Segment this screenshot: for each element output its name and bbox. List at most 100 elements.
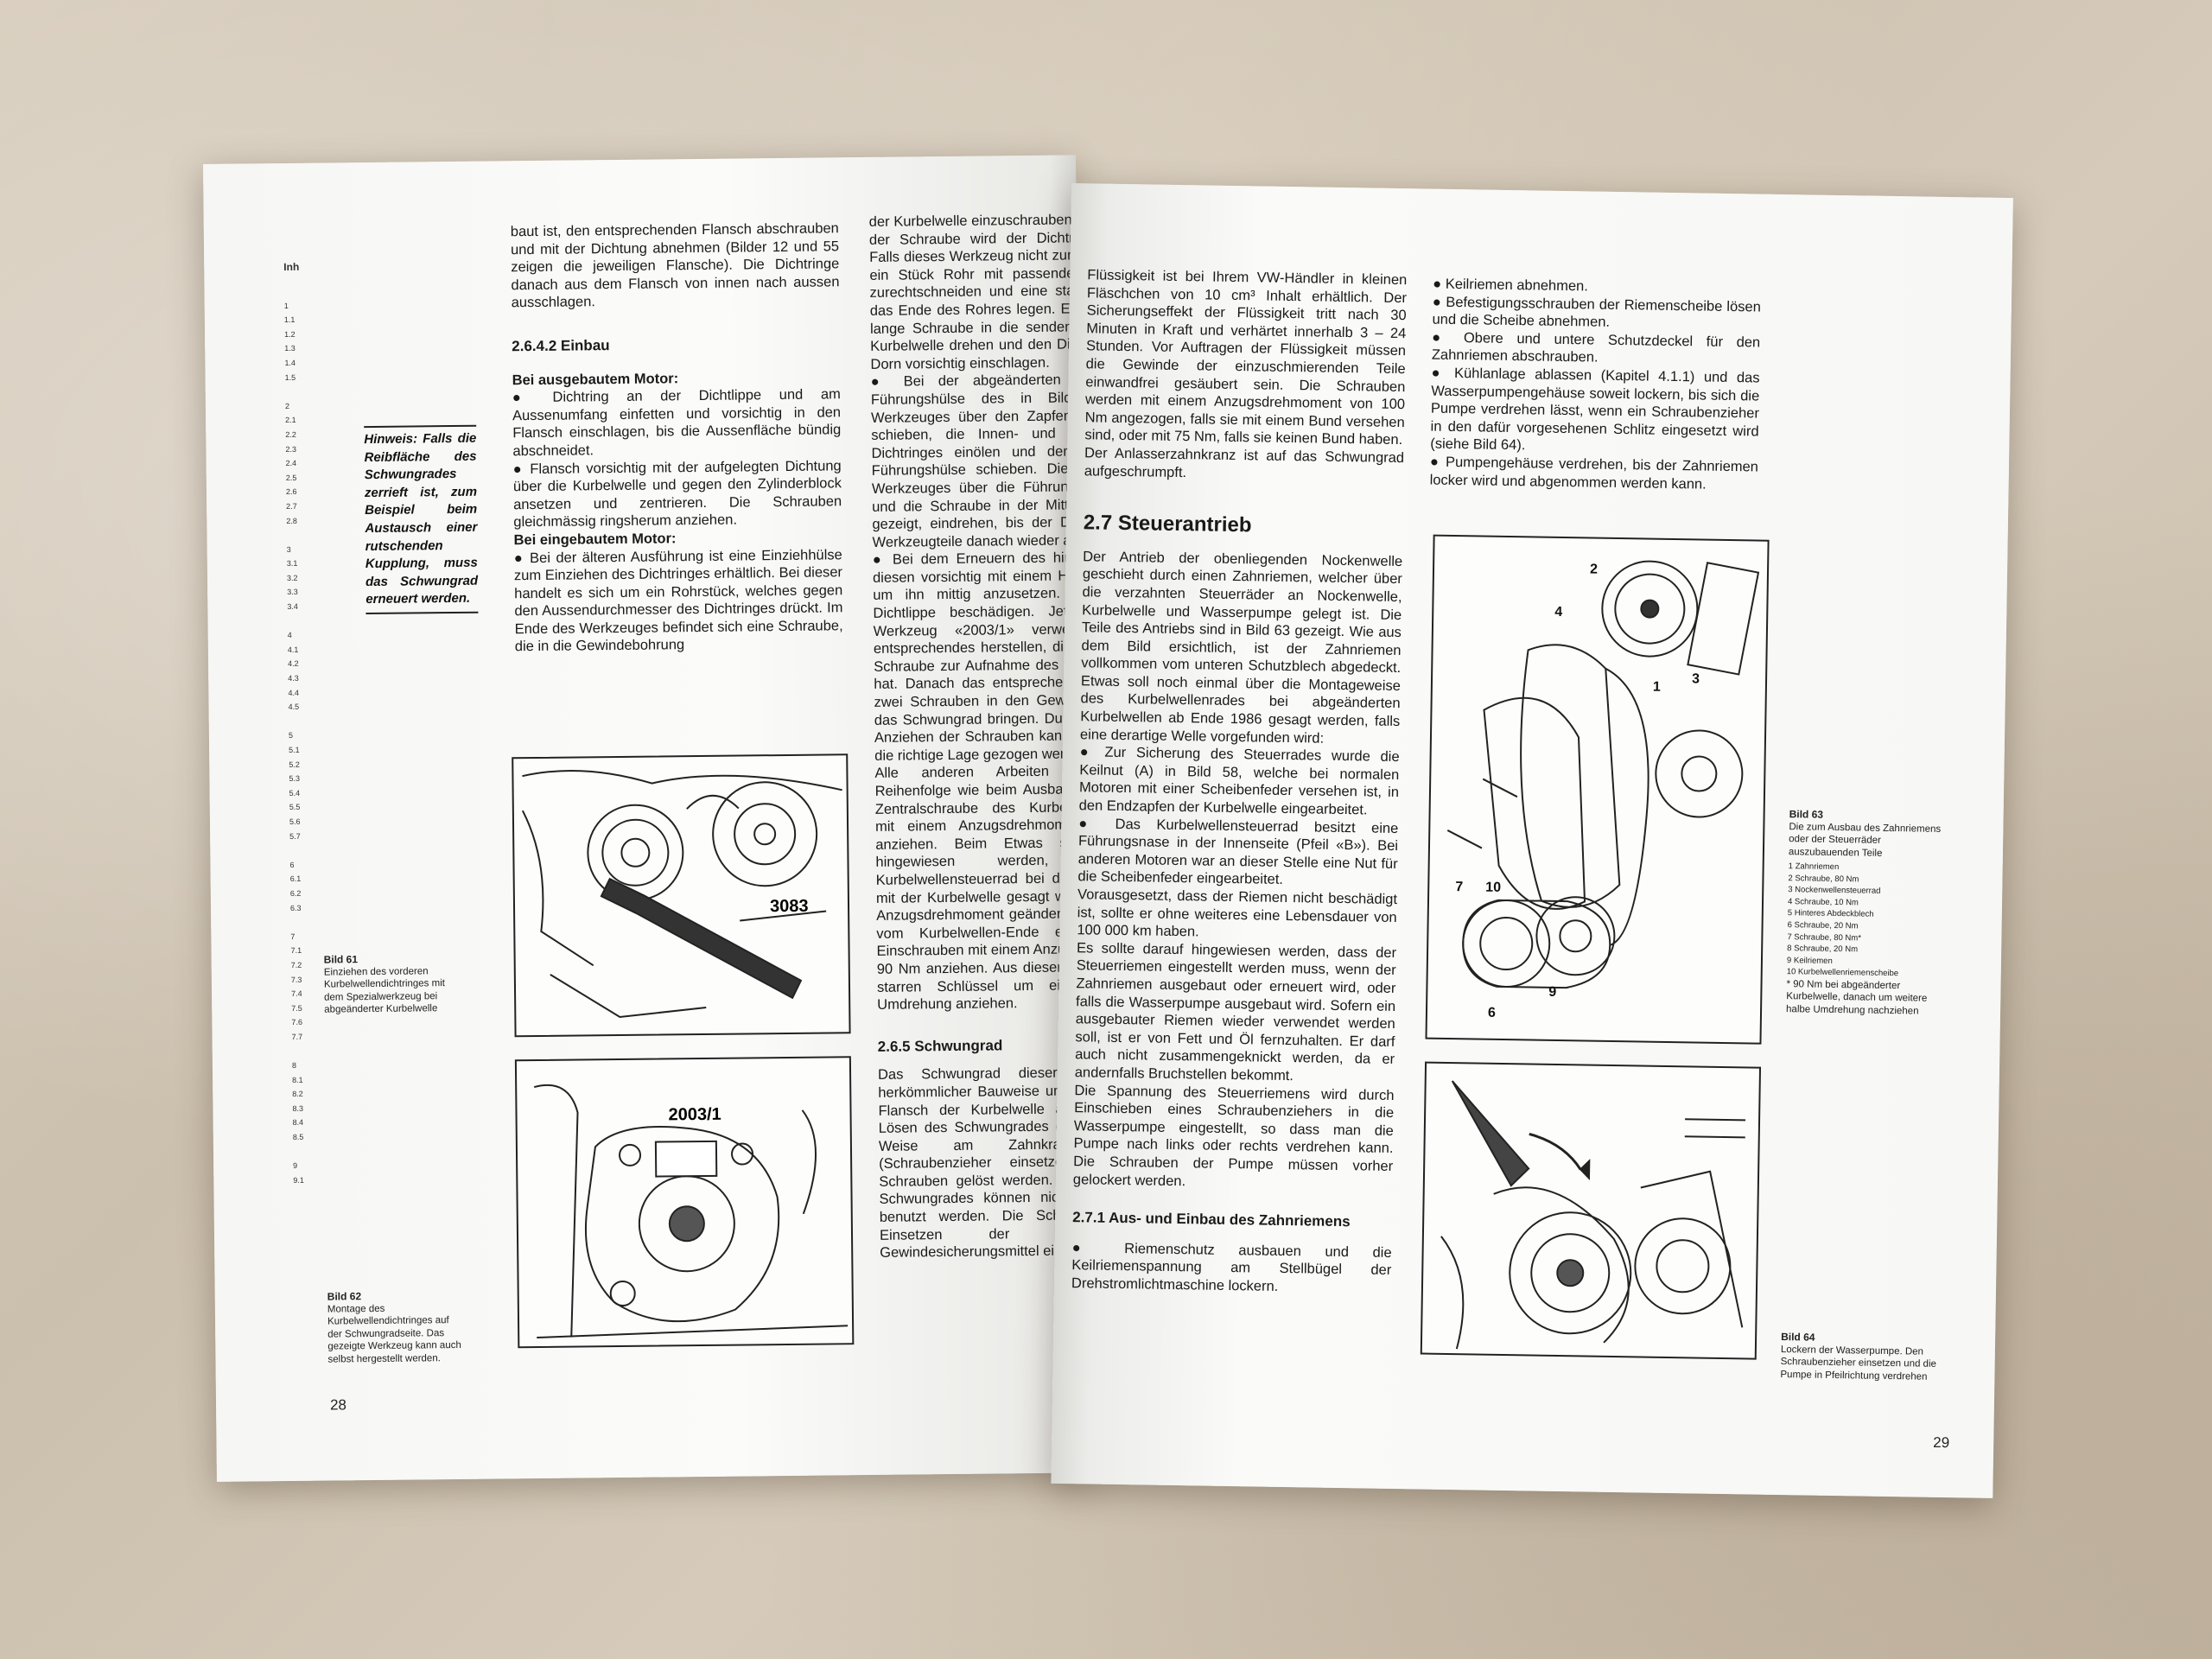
steuer-bullet-2: ● Das Kurbelwellensteuerrad besitzt eine… (1077, 815, 1399, 888)
caption-64: Bild 64 Lockern der Wasserpumpe. Den Sch… (1780, 1331, 1945, 1383)
eingebaut-bullet-1: ● Bei der älteren Ausführung ist eine Ei… (513, 546, 843, 655)
toc-number: 5.4 (289, 788, 301, 798)
toc-number: 6 (289, 860, 295, 869)
toc-number: 3 (286, 544, 291, 554)
toc-header: Inh (283, 260, 300, 274)
toc-number (290, 915, 316, 930)
toc-number: 1.3 (284, 344, 296, 353)
col2-step-4: ● Kühlanlage ablassen (Kapitel 4.1.1) un… (1430, 365, 1760, 454)
caption-63-text: Die zum Ausbau des Zahnriemens oder der … (1788, 821, 1942, 859)
fig63-label-3: 3 (1692, 671, 1700, 686)
toc-number: 2.2 (285, 429, 296, 439)
toc-number: 8.5 (292, 1132, 304, 1142)
hinweis-box: Hinweis: Falls die Reibfläche des Schwun… (364, 424, 479, 614)
fig63-label-1: 1 (1653, 680, 1661, 695)
fig62-label: 2003/1 (668, 1105, 721, 1125)
col1-intro: baut ist, den entsprechenden Flansch abs… (510, 220, 840, 311)
toc-number: 3.3 (287, 588, 298, 597)
toc-number: 1.2 (284, 329, 296, 339)
toc-number: 7.2 (290, 960, 302, 969)
left-page-number: 28 (329, 1396, 347, 1414)
toc-number: 1.5 (284, 372, 296, 382)
toc-number: 1 (283, 301, 289, 310)
steuer-paragraph-3: Es sollte darauf hingewiesen werden, das… (1074, 939, 1397, 1084)
caption-61-text: Einziehen des vorderen Kurbelwellendicht… (323, 965, 445, 1015)
col2-step-2: ● Befestigungsschrauben der Riemenscheib… (1432, 294, 1761, 330)
steuer-paragraph-4: Die Spannung des Steuerriemens wird durc… (1072, 1082, 1395, 1189)
toc-number: 4.1 (287, 645, 299, 654)
caption-64-text: Lockern der Wasserpumpe. Den Schraubenzi… (1780, 1344, 1937, 1382)
steuer-bullet-1: ● Zur Sicherung des Steuerrades wurde di… (1078, 744, 1400, 818)
steuerantrieb-heading: 2.7 Steuerantrieb (1083, 511, 1252, 537)
toc-number (287, 613, 313, 628)
ausgebaut-bullet-2: ● Flansch vorsichtig mit der aufgelegten… (512, 457, 842, 531)
fig63-label-7: 7 (1455, 880, 1463, 894)
toc-number (293, 1144, 319, 1159)
col2-step-3: ● Obere und untere Schutzdeckel für den … (1431, 329, 1761, 365)
right-column-2: ● Keilriemen abnehmen. ● Befestigungssch… (1429, 276, 1761, 494)
anlasser-paragraph: Der Anlasserzahnkranz ist auf das Schwun… (1084, 445, 1405, 480)
figure-62-illustration: 2003/1 (514, 1056, 855, 1349)
toc-number: 7.6 (291, 1018, 302, 1027)
toc-number (285, 385, 311, 399)
toc-number: 4.3 (288, 673, 299, 683)
toc-number: 5.6 (289, 817, 301, 826)
toc-number (292, 1044, 318, 1058)
toc-number: 5.2 (289, 760, 300, 769)
rear-seal-tool-drawing: 2003/1 (533, 1084, 849, 1339)
fig63-label-9: 9 (1548, 985, 1556, 1000)
toc-number: 8.3 (292, 1103, 304, 1113)
caption-62-title: Bild 62 (327, 1290, 362, 1303)
crankshaft-seal-tool-drawing: 3083 (521, 769, 842, 1019)
toc-number: 7.5 (291, 1003, 302, 1013)
toc-number: 6.3 (289, 903, 302, 912)
toc-number (289, 715, 315, 729)
fig63-label-6: 6 (1488, 1006, 1496, 1020)
toc-number (289, 843, 315, 858)
toc-number (286, 528, 312, 543)
toc-number: 7 (290, 931, 296, 941)
toc-number: 9.1 (293, 1175, 304, 1185)
figure-63-illustration: 2 4 3 1 7 10 6 9 (1425, 534, 1770, 1045)
figure-61-illustration: 3083 (512, 753, 851, 1038)
toc-number: 5.7 (289, 831, 301, 841)
figure-64-illustration (1420, 1061, 1762, 1360)
caption-63-note: * 90 Nm bei abgeänderter Kurbelwelle, da… (1785, 979, 1928, 1017)
toc-number: 6.2 (289, 888, 302, 898)
toc-number: 2.8 (286, 516, 297, 525)
toc-number: 8 (291, 1060, 296, 1071)
toc-number: 2.3 (285, 444, 297, 454)
fig63-label-2: 2 (1590, 562, 1598, 576)
left-column-1: baut ist, den entsprechenden Flansch abs… (511, 219, 843, 656)
toc-number: 5.3 (289, 774, 301, 784)
toc-number: 4.2 (288, 659, 299, 669)
caption-62: Bild 62 Montage des Kurbelwellendichtrin… (327, 1289, 462, 1366)
caption-63: Bild 63 Die zum Ausbau des Zahnriemens o… (1786, 808, 1954, 1018)
toc-number: 5.1 (289, 745, 300, 754)
einbau-heading: 2.6.4.2 Einbau (512, 337, 610, 355)
toc-number: 5.5 (289, 803, 301, 812)
toc-number: 1.4 (284, 358, 296, 367)
toc-number: 7.3 (290, 975, 302, 984)
right-page-number: 29 (1933, 1433, 1950, 1452)
right-column-1: Flüssigkeit ist bei Ihrem VW-Händler in … (1071, 266, 1408, 1297)
toc-number: 8.2 (292, 1090, 303, 1099)
toc-number: 8.4 (292, 1118, 304, 1128)
toc-number: 1.1 (283, 315, 296, 325)
fig61-label: 3083 (770, 897, 809, 916)
steuer-paragraph-1: Der Antrieb der obenliegenden Nockenwell… (1079, 548, 1403, 747)
toc-number: 3.1 (286, 559, 298, 569)
toc-number: 2.6 (285, 487, 297, 497)
flussigkeit-paragraph: Flüssigkeit ist bei Ihrem VW-Händler in … (1084, 267, 1408, 448)
col2-step-5: ● Pumpengehäuse verdrehen, bis der Zahnr… (1429, 454, 1759, 493)
caption-61: Bild 61 Einziehen des vorderen Kurbelwel… (324, 952, 459, 1016)
toc-number: 2.7 (286, 501, 297, 511)
toc-number: 2.1 (285, 416, 296, 425)
zahnriemen-bullet-1: ● Riemenschutz ausbauen und die Keilriem… (1071, 1239, 1392, 1294)
toc-number: 7.7 (291, 1032, 303, 1041)
